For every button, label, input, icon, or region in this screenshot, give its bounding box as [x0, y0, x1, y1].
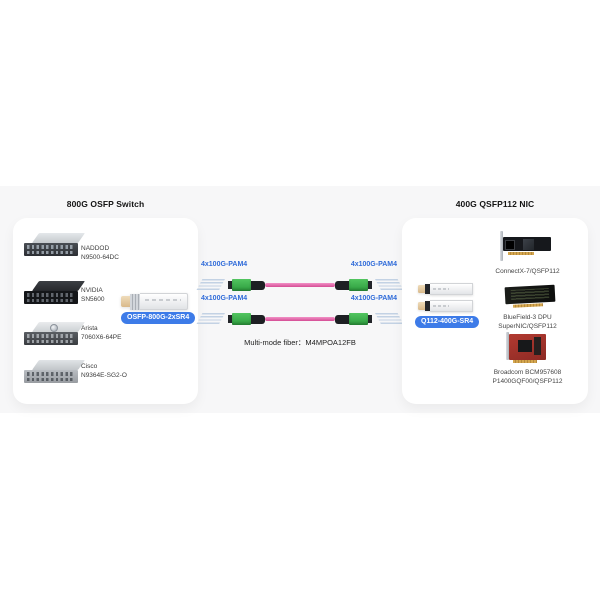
right-panel-title: 400G QSFP112 NIC: [455, 199, 535, 209]
nic-image-connectx7: [500, 231, 554, 264]
qsfp112-transceiver-badge[interactable]: Q112-400G-SR4: [415, 316, 480, 328]
nic-port-cage: [505, 240, 515, 250]
cable-boot: [335, 280, 349, 290]
cable1-left-speed-label: 4x100G-PAM4: [201, 261, 248, 268]
fiber-fanout-icon: [196, 313, 225, 325]
pci-bracket: [506, 332, 509, 360]
nic-label-line: P1400GQF00/QSFP112: [492, 378, 563, 386]
fiber-cable-2: [196, 310, 404, 328]
nic-label-broadcom: Broadcom BCM957608 P1400GQF00/QSFP112: [462, 368, 593, 386]
switch-vendor: NADDOD: [81, 245, 110, 252]
switch-image-naddod: [24, 232, 86, 259]
switch-model: N9500-64DC: [81, 254, 119, 262]
switch-ports-front: [24, 243, 78, 256]
module-latch: [425, 284, 430, 294]
cable2-right-speed-label: 4x100G-PAM4: [350, 295, 397, 302]
fiber-type-note: Multi-mode fiber：M4MPOA12FB: [244, 338, 356, 347]
switch-panel: NADDOD N9500-64DC NVIDIA SN5600 Arista 7…: [13, 218, 198, 404]
pull-tab: [418, 302, 425, 310]
fiber-cable-line: [265, 317, 335, 321]
pcie-edge-connector: [513, 360, 537, 363]
mpo-connector: [232, 279, 251, 291]
fiber-fanout-icon: [375, 313, 404, 325]
cable2-left-speed-label: 4x100G-PAM4: [201, 295, 248, 302]
switch-vendor: Arista: [81, 325, 98, 332]
osfp-transceiver-image: [121, 293, 188, 310]
qsfp112-transceiver-image: [418, 283, 473, 295]
pcie-edge-connector: [508, 252, 534, 255]
qsfp112-transceiver-image: [418, 300, 473, 312]
module-body: [430, 300, 473, 312]
module-body: [430, 283, 473, 295]
mpo-connector: [349, 313, 368, 325]
pcie-edge-connector: [512, 303, 544, 308]
switch-label-cisco: Cisco N9364E-SG2-O: [81, 362, 127, 380]
pci-bracket: [500, 231, 503, 261]
nic-image-bluefield3: [503, 282, 557, 312]
mpo-ferrule: [368, 281, 372, 289]
switch-image-cisco: [24, 359, 86, 386]
cable1-right-speed-label: 4x100G-PAM4: [350, 261, 397, 268]
emi-cage: [130, 293, 140, 310]
mpo-connector: [232, 313, 251, 325]
nic-pcb: [504, 284, 556, 305]
switch-image-nvidia: [24, 280, 86, 307]
fiber-cable-1: [196, 276, 404, 294]
osfp-transceiver-badge[interactable]: OSFP-800G-2xSR4: [121, 312, 196, 324]
cable-boot: [251, 314, 265, 324]
mpo-ferrule: [228, 281, 232, 289]
cable-boot: [335, 314, 349, 324]
switch-chassis-top: [32, 233, 86, 243]
switch-ports-front: [24, 370, 78, 383]
switch-model: N9364E-SG2-O: [81, 372, 127, 380]
module-body: [140, 293, 188, 310]
fiber-fanout-icon: [196, 279, 225, 291]
switch-chassis-top: [32, 360, 86, 370]
module-latch: [425, 301, 430, 311]
switch-label-nvidia: NVIDIA SN5600: [81, 286, 105, 304]
mpo-connector: [349, 279, 368, 291]
switch-vendor: NVIDIA: [81, 287, 103, 294]
arista-logo-icon: [50, 324, 58, 332]
left-panel-title: 800G OSFP Switch: [66, 199, 145, 209]
nic-heatsink: [523, 239, 534, 250]
nic-panel: Q112-400G-SR4 ConnectX-7/QSFP112 BlueFie…: [402, 218, 588, 404]
switch-chassis-top: [32, 322, 86, 332]
pull-tab: [121, 296, 130, 307]
pull-tab: [418, 285, 425, 293]
nic-label-line: Broadcom BCM957608: [493, 369, 562, 376]
switch-label-naddod: NADDOD N9500-64DC: [81, 244, 119, 262]
switch-ports-front: [24, 291, 78, 304]
switch-chassis-top: [32, 281, 86, 291]
cable-boot: [251, 280, 265, 290]
nic-asic-chip: [518, 340, 532, 352]
fiber-cable-line: [265, 283, 335, 287]
switch-ports-front: [24, 332, 78, 345]
nic-image-broadcom: [506, 332, 550, 366]
mpo-ferrule: [368, 315, 372, 323]
switch-model: SN5600: [81, 296, 105, 304]
fiber-fanout-icon: [375, 279, 404, 291]
mpo-ferrule: [228, 315, 232, 323]
switch-image-arista: [24, 321, 86, 348]
nic-component: [534, 337, 541, 355]
nic-label-bluefield3: BlueField-3 DPU SuperNIC/QSFP112: [462, 313, 593, 331]
nic-label-line: SuperNIC/QSFP112: [498, 323, 557, 331]
nic-label-connectx7: ConnectX-7/QSFP112: [462, 267, 593, 276]
switch-vendor: Cisco: [81, 363, 98, 370]
switch-model: 7060X6-64PE: [81, 334, 122, 342]
nic-label-line: BlueField-3 DPU: [503, 314, 552, 321]
nic-label-line: ConnectX-7/QSFP112: [495, 268, 560, 275]
switch-label-arista: Arista 7060X6-64PE: [81, 324, 121, 342]
